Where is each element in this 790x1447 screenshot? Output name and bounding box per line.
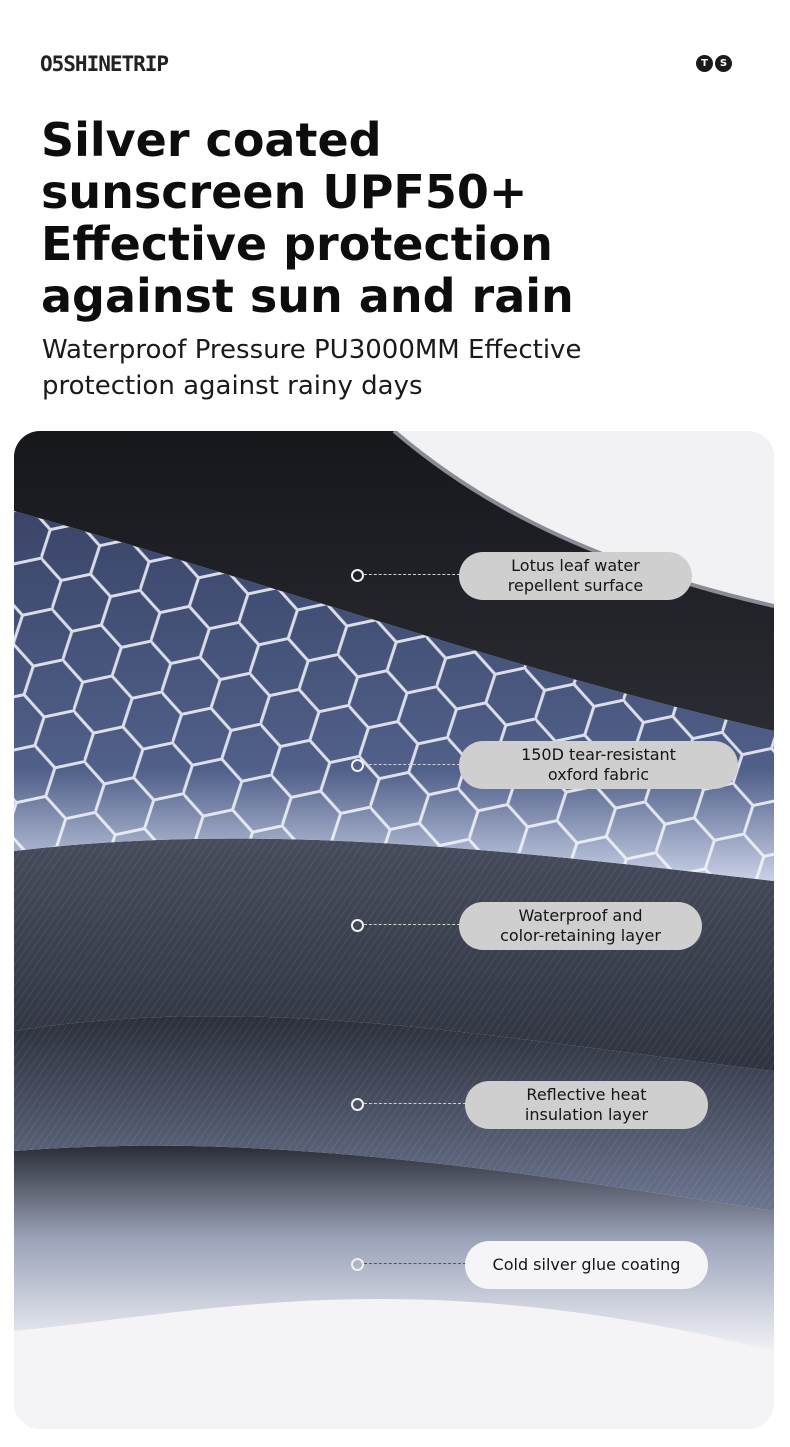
headline-line-4: against sun and rain <box>41 269 574 323</box>
layer-2-callout: 150D tear-resistant oxford fabric <box>459 741 738 789</box>
brand-badges: T S <box>696 55 732 72</box>
layer-5-marker-dot <box>351 1258 364 1271</box>
layer-5-leader-line <box>364 1263 466 1264</box>
layer-1-marker-dot <box>351 569 364 582</box>
headline-line-2: sunscreen UPF50+ <box>41 165 528 219</box>
layer-4-marker-dot <box>351 1098 364 1111</box>
brand-logo: O5SHINETRIP <box>40 52 169 76</box>
layer-4-callout: Reflective heat insulation layer <box>465 1081 708 1129</box>
subheadline: Waterproof Pressure PU3000MM Effective p… <box>42 332 742 404</box>
headline: Silver coated sunscreen UPF50+ Effective… <box>41 114 761 322</box>
layer-3-marker-dot <box>351 919 364 932</box>
layer-3-leader-line <box>364 924 460 925</box>
layer-1-leader-line <box>364 574 460 575</box>
layer-1-callout: Lotus leaf water repellent surface <box>459 552 692 600</box>
layer-4-leader-line <box>364 1103 466 1104</box>
brand-badge-s: S <box>715 55 732 72</box>
brand-badge-t: T <box>696 55 713 72</box>
headline-line-3: Effective protection <box>41 217 553 271</box>
subheadline-line-1: Waterproof Pressure PU3000MM Effective <box>42 335 582 365</box>
layer-3-callout: Waterproof and color-retaining layer <box>459 902 702 950</box>
layer-2-marker-dot <box>351 759 364 772</box>
layer-5-callout: Cold silver glue coating <box>465 1241 708 1289</box>
subheadline-line-2: protection against rainy days <box>42 371 423 401</box>
layer-2-leader-line <box>364 764 460 765</box>
headline-line-1: Silver coated <box>41 113 382 167</box>
fabric-layers-illustration: Lotus leaf water repellent surface 150D … <box>14 431 774 1429</box>
